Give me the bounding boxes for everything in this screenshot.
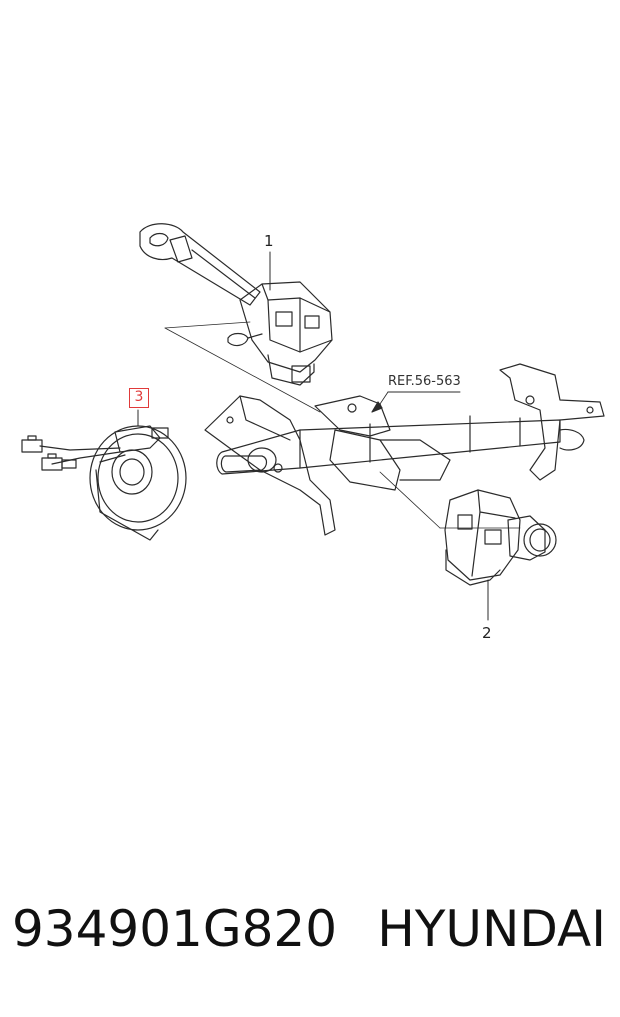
part-number: 934901G820 [12,900,338,958]
callout-2: 2 [482,624,492,642]
clock-spring-part-3 [21,409,187,541]
callout-3-highlighted: 3 [129,388,149,408]
reference-label: REF.56-563 [388,374,461,389]
projection-lines [164,321,521,529]
combination-switch-part-2 [444,489,557,621]
callout-1: 1 [264,232,274,250]
footer: 934901G820 HYUNDAI [0,900,620,980]
steering-column-assembly [204,363,605,536]
brand-name: HYUNDAI [377,900,606,958]
steering-column-diagram [21,223,605,621]
combination-switch-part-1 [139,223,333,386]
